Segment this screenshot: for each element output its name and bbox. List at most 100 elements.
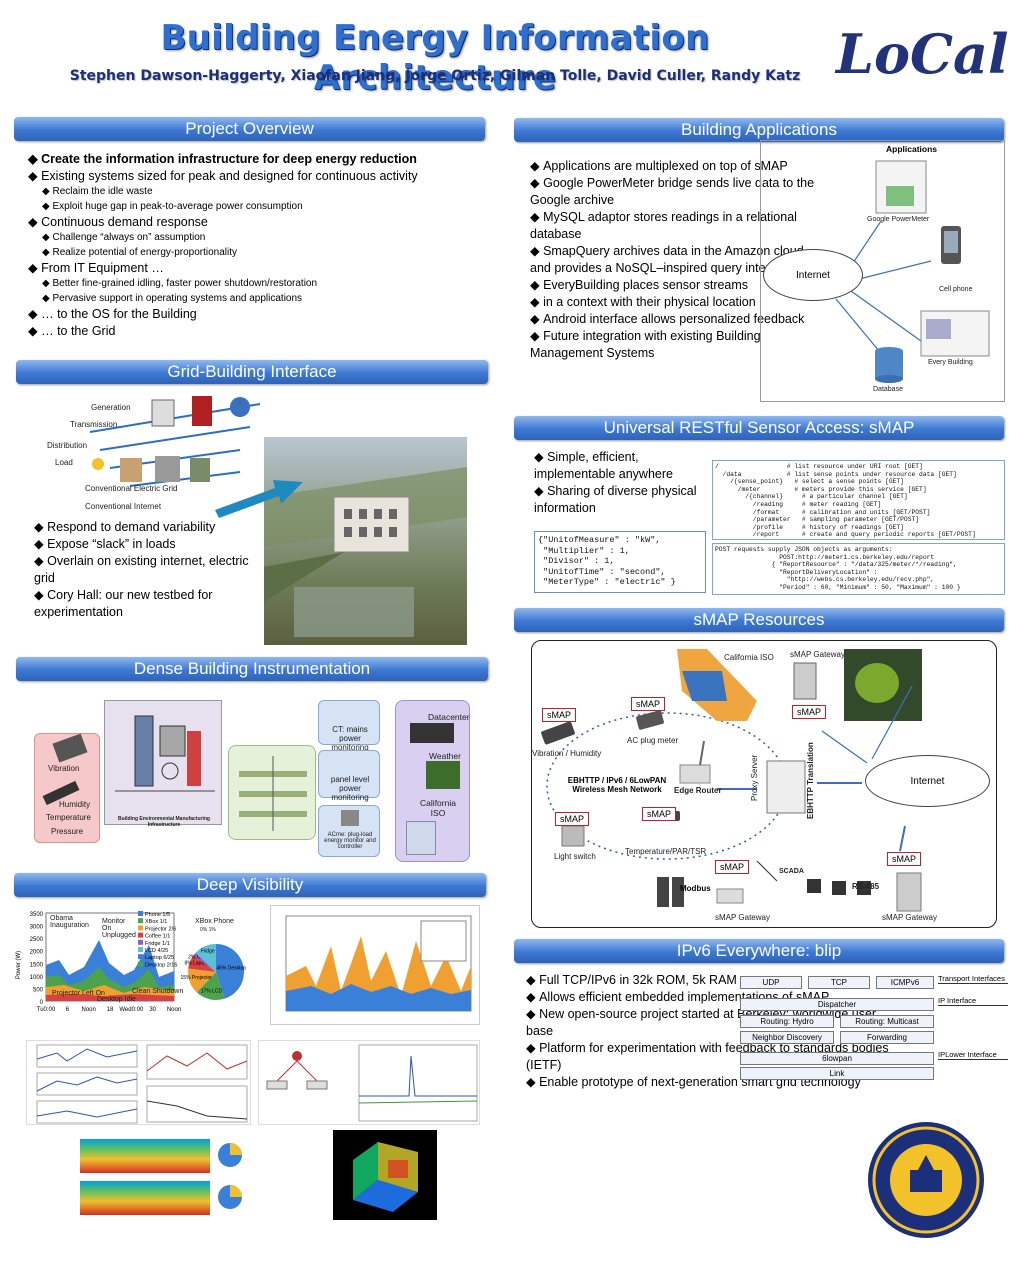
- list-item: Respond to demand variability: [34, 519, 262, 536]
- label-california-iso: California ISO: [420, 798, 456, 818]
- ipv6-stack-diagram: UDP TCP ICMPv6 Dispatcher Routing: Hydro…: [740, 972, 1008, 1082]
- bemi-svg: [115, 715, 215, 792]
- datacenter-icon: [410, 723, 454, 743]
- internet-cloud-resources: Internet: [865, 755, 990, 807]
- list-item: Create the information infrastructure fo…: [28, 151, 488, 168]
- deep-visibility-heading: Deep Visibility: [14, 873, 486, 897]
- x-tick-label: 6: [66, 1007, 70, 1013]
- building-applications-list: Applications are multiplexed on top of s…: [530, 158, 820, 362]
- proto-link: Link: [740, 1067, 934, 1080]
- label-edge-router: Edge Router: [674, 786, 722, 795]
- list-item: Continuous demand response: [28, 214, 488, 231]
- small-charts-right: [258, 1040, 480, 1125]
- smap-resources-heading: sMAP Resources: [514, 608, 1004, 632]
- acme-card: ACme: plug-load energy monitor and contr…: [318, 805, 380, 857]
- datacenter-visualization: [333, 1130, 437, 1220]
- label-humidity: Humidity: [59, 800, 91, 809]
- list-item: in a context with their physical locatio…: [530, 294, 820, 311]
- sensor-panel: Vibration Humidity Temperature Pressure: [34, 733, 100, 843]
- legend-swatch: [138, 918, 143, 924]
- legend-entry: Phone 1/5: [145, 912, 170, 918]
- smap-resources-svg: [541, 649, 922, 912]
- grid-building-list: Respond to demand variabilityExpose “sla…: [34, 519, 262, 621]
- pie-title: XBox Phone: [195, 918, 234, 925]
- list-item: Platform for experimentation with feedba…: [526, 1040, 896, 1074]
- label-panel-monitoring: panel level power monitoring: [330, 775, 370, 802]
- heatmap-charts: [80, 1135, 250, 1220]
- annotation-desktop-idle: Desktop Idle: [97, 996, 136, 1003]
- smap-tag-temperature: sMAP: [642, 807, 677, 821]
- y-tick-label: 3000: [30, 925, 44, 931]
- testbed-arrow: [215, 470, 305, 520]
- y-tick-label: 1500: [30, 962, 44, 968]
- label-vibration: Vibration: [48, 764, 80, 773]
- list-item: Full TCP/IPv6 in 32k ROM, 5k RAM: [526, 972, 896, 989]
- legend-entry: Coffee 1/1: [145, 934, 170, 940]
- label-transmission: Transmission: [70, 420, 118, 429]
- author-list: Stephen Dawson-Haggerty, Xiaofan Jiang, …: [69, 68, 801, 84]
- label-proxy-server: Proxy Server: [750, 754, 759, 801]
- list-item: Applications are multiplexed on top of s…: [530, 158, 820, 175]
- ipv6-heading: IPv6 Everywhere: blip: [514, 939, 1004, 963]
- pie-subtitle: 0% 1%: [200, 927, 216, 933]
- label-iplower-interface: IPLower Interface: [938, 1050, 1008, 1060]
- pie-label: 15% Projector: [181, 975, 213, 981]
- proto-routing-hydro: Routing: Hydro: [740, 1015, 834, 1028]
- list-item: EveryBuilding places sensor streams: [530, 277, 820, 294]
- label-conventional-internet: Conventional Internet: [85, 502, 162, 511]
- cory-hall-image: [264, 437, 467, 645]
- bemi-caption: Building Environmental Manufacturing Inf…: [118, 816, 210, 828]
- poster-title: Building Energy Information Architecture: [160, 18, 710, 98]
- pie-label: 8% Laptop: [185, 960, 209, 966]
- y-axis-label: Power (W): [16, 951, 22, 979]
- label-rs485: RS-485: [852, 882, 880, 891]
- label-temperature: Temperature: [46, 813, 91, 822]
- list-item: Realize potential of energy-proportional…: [28, 246, 488, 261]
- label-smap-gateway-right: sMAP Gateway: [882, 913, 937, 922]
- list-item: Expose “slack” in loads: [34, 536, 262, 553]
- proto-routing-multicast: Routing: Multicast: [840, 1015, 934, 1028]
- pie-slice: [196, 972, 225, 1000]
- list-item: Google PowerMeter bridge sends live data…: [530, 175, 820, 209]
- label-smap-gateway-top: sMAP Gateway: [790, 650, 845, 659]
- legend-swatch: [138, 939, 143, 945]
- list-item: … to the Grid: [28, 323, 488, 340]
- proto-udp: UDP: [740, 976, 802, 989]
- external-sources-panel: Datacenter Weather California ISO: [395, 700, 470, 862]
- vibration-sensor-icon: [52, 733, 88, 763]
- list-item: SmapQuery archives data in the Amazon cl…: [530, 243, 820, 277]
- annotation-monitor: Monitor On Unplugged: [102, 918, 136, 939]
- legend-swatch: [138, 911, 143, 916]
- ct-monitor-card: CT: mains power monitoring: [318, 700, 380, 752]
- proto-neighbor-discovery: Neighbor Discovery: [740, 1031, 834, 1044]
- pie-slice: [216, 944, 245, 999]
- annotation-shutdown: Clean Shutdown: [132, 988, 184, 995]
- pie-label: 17% LCD: [201, 988, 223, 994]
- pie-slice: [188, 955, 216, 972]
- proto-forwarding: Forwarding: [840, 1031, 934, 1044]
- applications-diagram-svg: [835, 160, 990, 383]
- label-scada: SCADA: [779, 868, 804, 875]
- y-tick-label: 1000: [30, 975, 44, 981]
- proto-6lowpan: 6lowpan: [740, 1052, 934, 1065]
- list-item: … to the OS for the Building: [28, 306, 488, 323]
- label-load: Load: [55, 458, 73, 467]
- list-item: Sharing of diverse physical information: [534, 483, 710, 517]
- label-vibration-humidity: Vibration / Humidity: [532, 749, 602, 758]
- pie-slice: [188, 968, 216, 993]
- json-example-box: {"UnitofMeasure" : "kW", "Multiplier" : …: [534, 531, 706, 593]
- list-item: Overlain on existing internet, electric …: [34, 553, 262, 587]
- label-cell-phone: Cell phone: [939, 286, 973, 293]
- label-ip-interface: IP Interface: [938, 996, 1008, 1006]
- building-power-svg: [285, 915, 472, 1012]
- list-item: Existing systems sized for peak and desi…: [28, 168, 488, 185]
- annotation-obama: Obama Inauguration: [50, 915, 89, 929]
- applications-diagram: Applications Internet Google PowerMeter …: [760, 140, 1005, 402]
- label-transport-interfaces: Transport Interfaces: [938, 974, 1008, 984]
- resource-tree-box: / # list resource under URI root [GET] /…: [712, 460, 1005, 540]
- pie-label: 2% Coffee: [188, 955, 211, 961]
- list-item: Cory Hall: our new testbed for experimen…: [34, 587, 262, 621]
- smap-tag-ac-plug: sMAP: [631, 697, 666, 711]
- local-logo: LoCal: [836, 22, 1009, 86]
- legend-entry: Projector 2/6: [145, 926, 176, 932]
